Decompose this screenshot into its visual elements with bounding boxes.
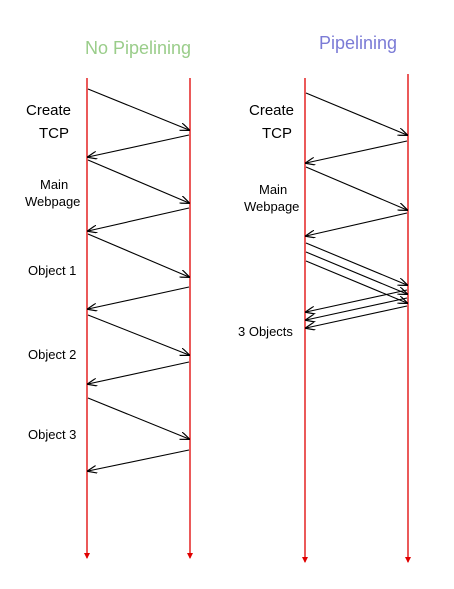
pipelined-response-arrow bbox=[306, 297, 408, 320]
label-webpage: Webpage bbox=[25, 194, 80, 209]
message-arrow bbox=[88, 207, 190, 231]
right-panel-timelines bbox=[302, 74, 411, 563]
label-tcp: TCP bbox=[39, 125, 69, 142]
message-arrow bbox=[306, 212, 408, 236]
label-tcp: TCP bbox=[262, 125, 292, 142]
pipelined-request-arrow bbox=[305, 242, 407, 285]
title-no-pipelining: No Pipelining bbox=[85, 38, 191, 58]
left-panel-messages bbox=[87, 88, 190, 471]
message-arrow bbox=[87, 159, 189, 203]
title-pipelining: Pipelining bbox=[319, 33, 397, 53]
right-panel-messages bbox=[305, 92, 408, 328]
label-webpage: Webpage bbox=[244, 199, 299, 214]
message-arrow bbox=[88, 286, 190, 309]
label-3-objects: 3 Objects bbox=[238, 324, 293, 339]
message-arrow bbox=[306, 140, 408, 163]
message-arrow bbox=[87, 233, 189, 277]
label-create: Create bbox=[249, 102, 294, 119]
pipelined-request-arrow bbox=[305, 251, 407, 294]
label-object-3: Object 3 bbox=[28, 427, 76, 442]
label-object-1: Object 1 bbox=[28, 263, 76, 278]
pipelined-request-arrow bbox=[305, 260, 407, 303]
message-arrow bbox=[305, 92, 407, 135]
message-arrow bbox=[88, 134, 190, 157]
pipelined-response-arrow bbox=[306, 305, 408, 328]
message-arrow bbox=[88, 449, 190, 471]
message-arrow bbox=[305, 166, 407, 210]
message-arrow bbox=[87, 88, 189, 130]
label-main: Main bbox=[259, 182, 287, 197]
left-panel-timelines bbox=[84, 78, 193, 559]
message-arrow bbox=[87, 314, 189, 355]
label-create: Create bbox=[26, 102, 71, 119]
message-arrow bbox=[88, 361, 190, 384]
label-main: Main bbox=[40, 177, 68, 192]
label-object-2: Object 2 bbox=[28, 347, 76, 362]
pipelined-response-arrow bbox=[306, 289, 408, 312]
message-arrow bbox=[87, 397, 189, 439]
